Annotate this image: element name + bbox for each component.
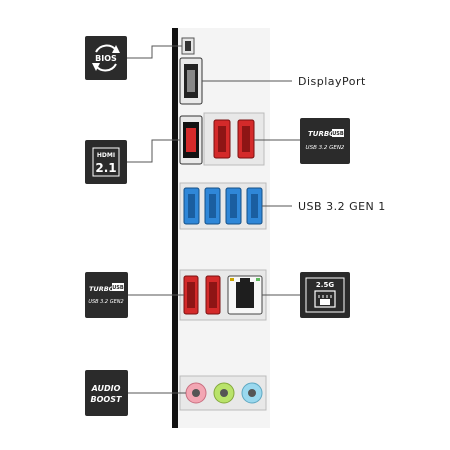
displayport-callout: DisplayPort [298,75,366,88]
usb-gen2-lan-group [179,269,267,321]
ethernet-icon [314,290,336,308]
usb-gen2-top-group [203,112,265,166]
hdmi-version-label: 2.1 [95,161,116,175]
boost-label: BOOST [91,395,122,404]
lan-speed-label: 2.5G [316,281,334,289]
callout-lines [127,45,300,394]
turbo-usb-badge-right: TURBO USB USB 3.2 GEN2 [300,118,350,164]
turbo-usb-label: USB [332,131,344,137]
turbo-label: TURBO [89,285,115,293]
audio-boost-badge: AUDIO BOOST [85,370,128,416]
audio-label: AUDIO [91,384,121,393]
audio-jack-group [179,375,267,411]
panel-frame-bar [172,28,178,428]
displayport-port [179,57,203,105]
usb-gen1-group [179,182,267,230]
turbo-label: TURBO [308,130,335,138]
usb-gen2-label: USB 3.2 GEN2 [306,145,345,151]
hdmi-label: HDMI [97,152,115,159]
usb-gen2-label: USB 3.2 GEN2 [88,299,123,305]
turbo-usb-badge-left: TURBO USB USB 3.2 GEN2 [85,272,128,318]
usb-gen1-callout: USB 3.2 GEN 1 [298,200,386,213]
bios-badge: BIOS [85,36,127,80]
hdmi-badge: HDMI 2.1 [85,140,127,184]
bios-button-port [181,37,195,55]
turbo-usb-label: USB [112,285,124,291]
lan-badge: 2.5G [300,272,350,318]
hdmi-port [179,115,203,165]
bios-label: BIOS [95,54,117,63]
